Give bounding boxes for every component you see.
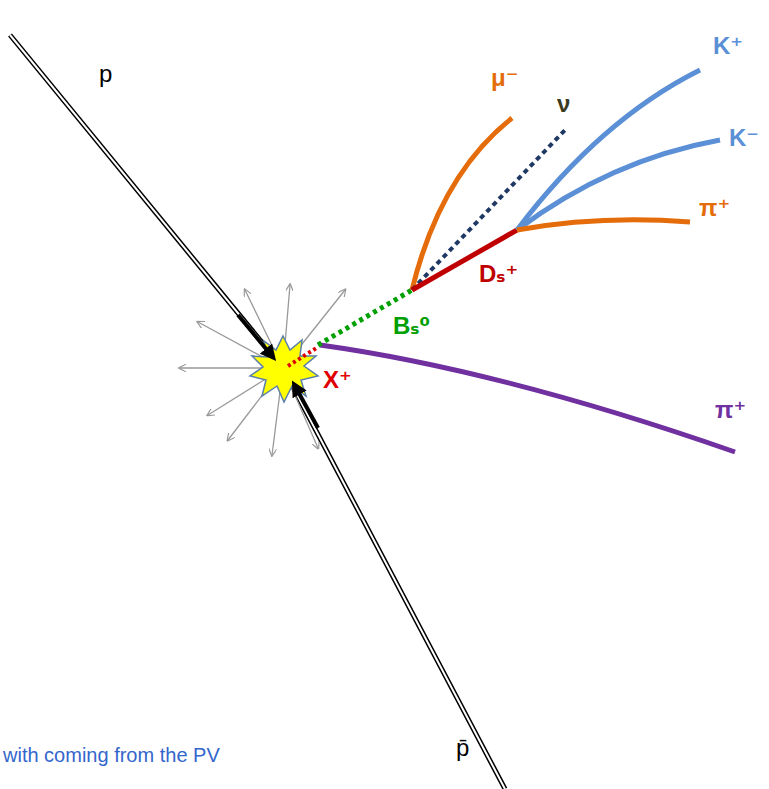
pion-track (320, 345, 735, 452)
particle-label: π⁺ (714, 396, 747, 424)
particle-label: K⁻ (728, 124, 760, 152)
kaon-track (517, 140, 720, 230)
particle-label: Dₛ⁺ (478, 260, 519, 288)
spray-arrows (180, 285, 345, 455)
note-text: with coming from the PV (2, 744, 221, 767)
particle-label: X⁺ (322, 366, 353, 394)
collision-star (250, 336, 318, 402)
beam-line (10, 35, 505, 789)
beam-label: p (98, 60, 113, 88)
particle-label: ν (556, 90, 571, 118)
x-track (288, 347, 318, 366)
particle-label: Bₛ⁰ (392, 312, 431, 340)
beam-arrow (238, 315, 272, 356)
pion-track (517, 220, 690, 230)
particle-label: K⁺ (712, 32, 744, 60)
beam-arrow (295, 386, 318, 428)
particle-label: μ⁻ (490, 64, 519, 92)
particle-label: π⁺ (698, 194, 731, 222)
beam-label: p̄ (455, 734, 470, 762)
